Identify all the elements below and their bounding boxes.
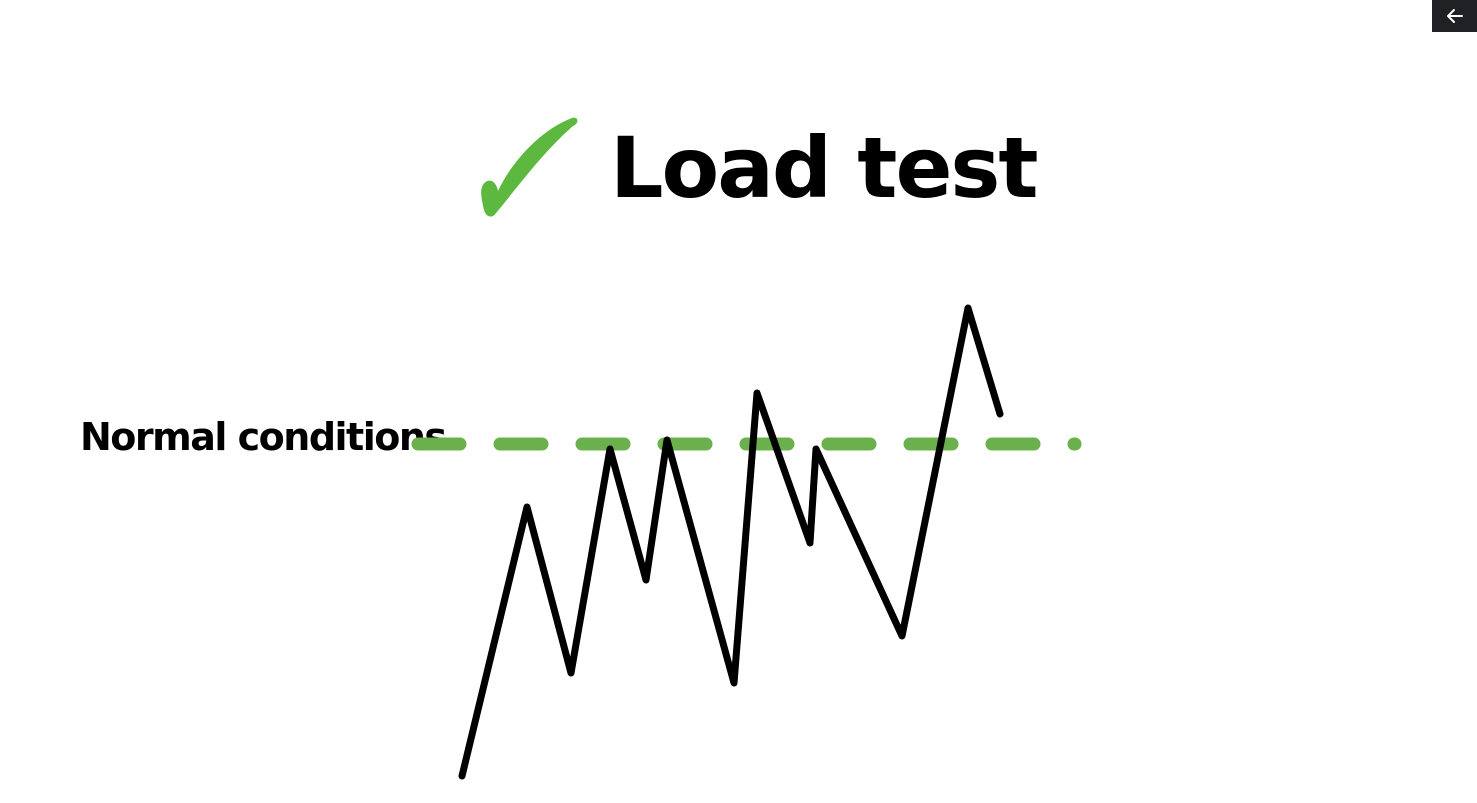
load-fluctuation-line: [458, 304, 1004, 780]
page-title: Load test: [610, 119, 1039, 217]
title-row: Load test: [472, 112, 1039, 224]
normal-conditions-label: Normal conditions: [80, 415, 447, 459]
arrow-left-icon: [1446, 9, 1463, 23]
back-button[interactable]: [1432, 0, 1477, 32]
check-icon: [481, 117, 578, 217]
